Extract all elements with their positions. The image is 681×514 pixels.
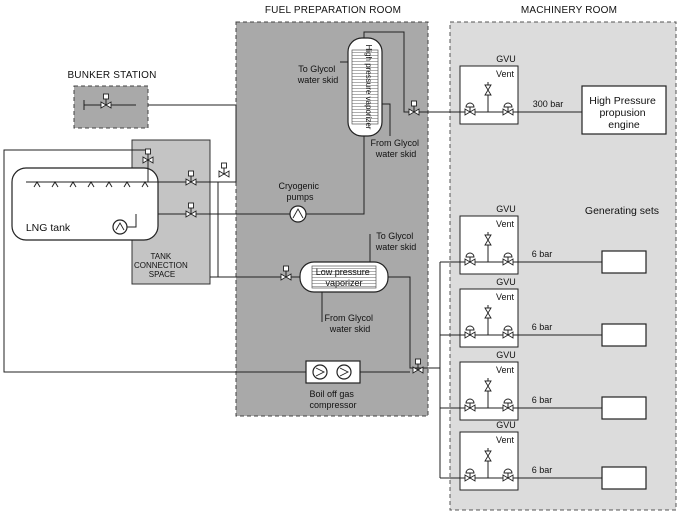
pump-discharge-line bbox=[127, 214, 137, 228]
gvu-pressure-label: 300 bar bbox=[533, 99, 564, 109]
tank-connection-space-label: TANK CONNECTION SPACE bbox=[134, 252, 190, 279]
gvu-label: GVU bbox=[496, 420, 516, 430]
generating-set bbox=[601, 323, 647, 347]
high-pressure-engine-label: High Pressure propusion engine bbox=[589, 95, 658, 131]
boil-off-gas-compressor-label: Boil off gas compressor bbox=[309, 389, 356, 410]
gvu-vent-label: Vent bbox=[496, 69, 515, 79]
lp-glycol-from-label: From Glycol water skid bbox=[324, 313, 375, 334]
gvu-pressure-label: 6 bar bbox=[532, 465, 553, 475]
gvu-unit: GVU Vent bbox=[459, 54, 519, 125]
gvu-vent-label: Vent bbox=[496, 435, 515, 445]
machinery-room-title: MACHINERY ROOM bbox=[521, 5, 617, 16]
high-pressure-engine: High Pressure propusion engine bbox=[581, 85, 667, 135]
low-pressure-vaporizer: Low pressure vaporizer bbox=[299, 261, 389, 293]
hp-feed-line bbox=[306, 136, 365, 215]
lp-vaporizer-outlet bbox=[388, 276, 440, 369]
lp-glycol-to-label: To Glycol water skid bbox=[375, 231, 417, 252]
generating-set bbox=[601, 396, 647, 420]
bunker-isolation-valve bbox=[218, 162, 230, 178]
fuel-preparation-room-zone bbox=[235, 21, 429, 417]
lng-tank-label: LNG tank bbox=[26, 222, 71, 234]
gvu-vent-label: Vent bbox=[496, 292, 515, 302]
lng-tank: LNG tank bbox=[11, 167, 159, 241]
spray-nozzles bbox=[33, 181, 149, 188]
high-pressure-vaporizer-label: High pressure vaporizer bbox=[364, 45, 373, 130]
generating-sets-label: Generating sets bbox=[585, 205, 659, 217]
cryogenic-pump bbox=[289, 205, 307, 223]
gvu-vent-label: Vent bbox=[496, 365, 515, 375]
gvu-label: GVU bbox=[496, 350, 516, 360]
fuel-preparation-room-title: FUEL PREPARATION ROOM bbox=[265, 5, 401, 16]
gvu-label: GVU bbox=[496, 204, 516, 214]
gvu-unit: GVU Vent bbox=[459, 204, 519, 275]
high-pressure-vaporizer: High pressure vaporizer bbox=[347, 37, 383, 137]
generating-set bbox=[601, 250, 647, 274]
gvu-vent-label: Vent bbox=[496, 219, 515, 229]
bunker-station-title: BUNKER STATION bbox=[67, 70, 156, 81]
in-tank-pump bbox=[112, 219, 128, 235]
hp-glycol-to-label: To Glycol water skid bbox=[297, 64, 339, 85]
bog-return-line bbox=[3, 149, 306, 373]
gvu-label: GVU bbox=[496, 277, 516, 287]
hp-glycol-in bbox=[382, 103, 391, 136]
gvu-pressure-label: 6 bar bbox=[532, 395, 553, 405]
gvu-label: GVU bbox=[496, 54, 516, 64]
gvu-unit: GVU Vent bbox=[459, 277, 519, 348]
bunker-line bbox=[83, 93, 136, 110]
hp-glycol-from-label: From Glycol water skid bbox=[370, 138, 421, 159]
gvu-unit: GVU Vent bbox=[459, 350, 519, 421]
low-pressure-vaporizer-label: Low pressure vaporizer bbox=[316, 267, 373, 288]
gvu-pressure-label: 6 bar bbox=[532, 322, 553, 332]
cryogenic-pumps-label: Cryogenic pumps bbox=[278, 181, 321, 202]
boil-off-gas-compressor bbox=[305, 360, 361, 384]
generating-set bbox=[601, 466, 647, 490]
hp-vaporizer-outlet bbox=[363, 31, 460, 113]
gvu-pressure-label: 6 bar bbox=[532, 249, 553, 259]
gvu-unit: GVU Vent bbox=[459, 420, 519, 491]
